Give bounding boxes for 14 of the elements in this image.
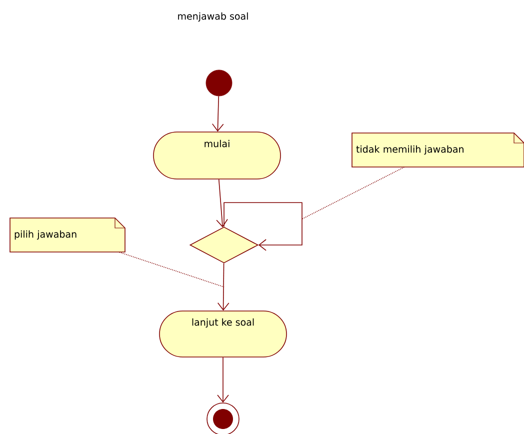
leader-line: [118, 252, 224, 288]
arrow: [217, 262, 230, 311]
action-box: mulai: [153, 132, 281, 180]
arrow: [212, 96, 224, 132]
note: tidak memilih jawaban: [352, 132, 524, 168]
note: pilih jawaban: [10, 218, 126, 252]
leader-line: [302, 166, 405, 220]
loop-arrow: [224, 202, 302, 251]
action-box: lanjut ke soal: [159, 310, 287, 358]
arrow: [217, 357, 229, 403]
end-node: [206, 402, 240, 434]
diagram-title: menjawab soal: [178, 12, 248, 22]
start-node: [206, 70, 232, 96]
arrow: [216, 179, 228, 228]
